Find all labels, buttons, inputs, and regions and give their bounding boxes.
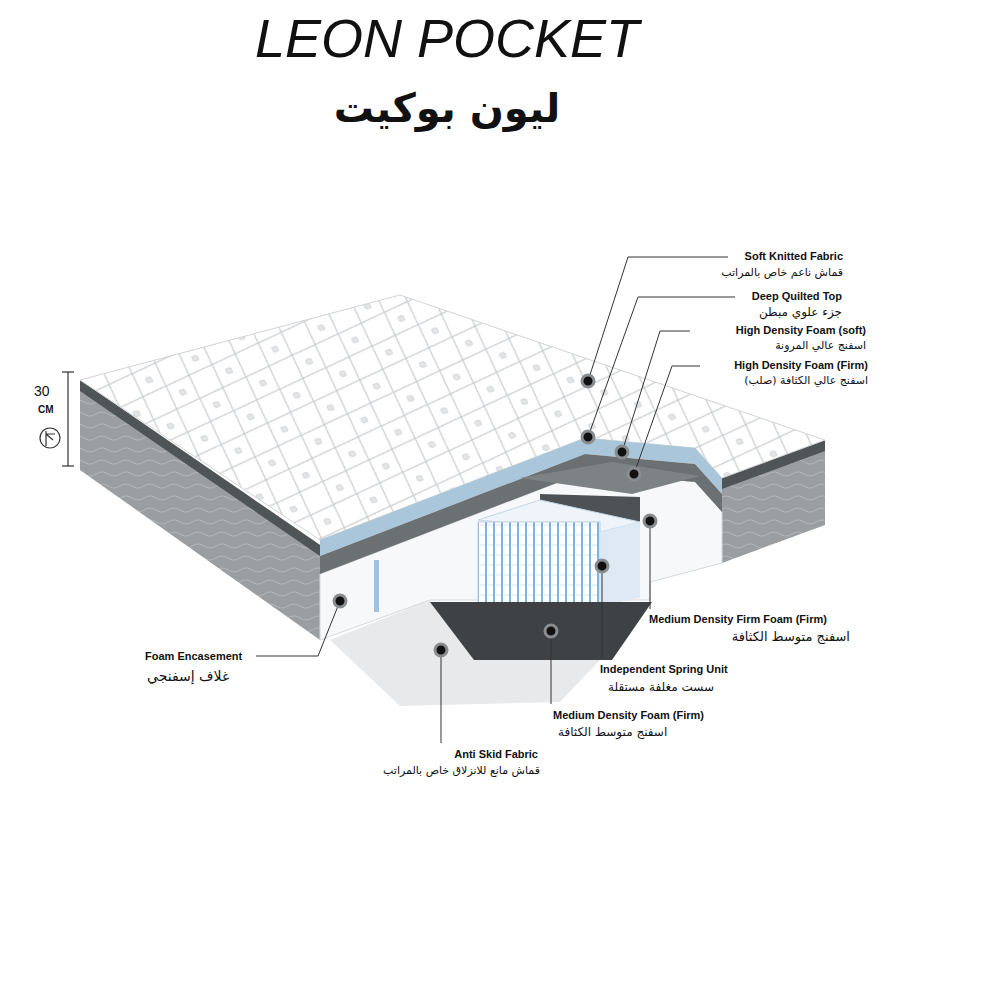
firm-foam-top: [520, 462, 700, 494]
dimension-value: 30: [34, 383, 50, 400]
part-name-arabic: اسفنج عالي الكثافة (صلب): [744, 374, 868, 387]
part-name-arabic: قماش ناعم خاص بالمراتب: [721, 266, 843, 279]
part-name: Deep Quilted Top: [752, 290, 842, 303]
subtitle: ليون بوكيت: [334, 84, 561, 132]
callout-dots: [334, 375, 656, 656]
part-name-arabic: اسفنج متوسط الكثافة: [732, 629, 850, 645]
part-name: Anti Skid Fabric: [454, 748, 538, 761]
leader-lines: [256, 257, 735, 743]
encasement-edge: [374, 560, 379, 612]
part-name-arabic: غلاف إسفنجي: [147, 668, 229, 685]
part-name-arabic: قماش مانع للانزلاق خاص بالمراتب: [383, 764, 540, 777]
part-name-arabic: اسفنج متوسط الكثافة: [558, 725, 667, 739]
spring-unit: [478, 522, 600, 606]
part-name-arabic: سست مغلفة مستقلة: [608, 680, 714, 694]
product-title: LEON POCKET: [255, 6, 639, 71]
part-name: High Density Foam (soft): [736, 324, 866, 337]
part-name: Soft Knitted Fabric: [745, 250, 843, 263]
base-foam: [430, 602, 652, 660]
dimension-bracket: [62, 372, 74, 466]
part-name-arabic: جزء علوي مبطن: [759, 305, 842, 319]
part-name-arabic: اسفنج عالي المرونة: [775, 339, 866, 352]
dimension-unit: CM: [38, 404, 54, 416]
thickness-icon: [40, 428, 60, 448]
part-name: Foam Encasement: [145, 650, 242, 663]
part-name: Medium Density Firm Foam (Firm): [649, 613, 827, 626]
part-name: Independent Spring Unit: [600, 663, 728, 676]
part-name: Medium Density Foam (Firm): [553, 709, 704, 722]
part-name: High Density Foam (Firm): [734, 359, 868, 372]
